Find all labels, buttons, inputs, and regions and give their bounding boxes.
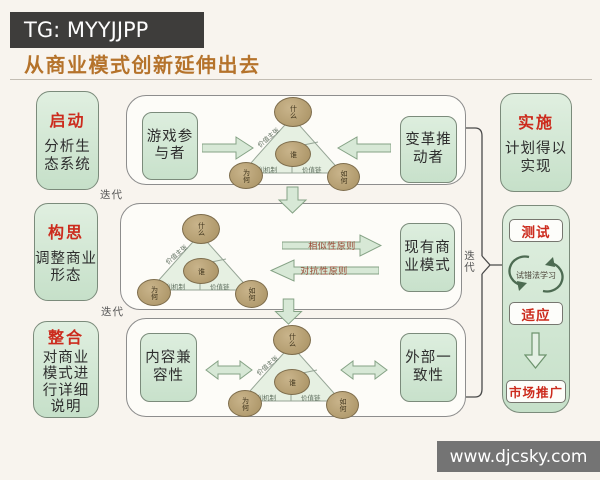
edge-label-value-chain: 价值链 — [301, 394, 321, 402]
iteration-brace — [455, 115, 515, 415]
row3-right-box: 外部一致性 — [400, 333, 457, 402]
node-who: 谁 — [275, 141, 311, 167]
phase-integrate-title: 整合 — [47, 328, 84, 348]
confrontation-arrow-left: 对抗性原则 — [269, 258, 379, 283]
arrow-right-icon — [202, 135, 254, 161]
arrow-left-icon — [337, 135, 391, 161]
node-what: 什么 — [273, 325, 311, 355]
page-title: 从商业模式创新延伸出去 — [24, 53, 261, 77]
confrontation-label: 对抗性原则 — [300, 266, 348, 277]
watermark-badge: www.djcsky.com — [437, 441, 600, 472]
phase-start-desc: 分析生态系统 — [44, 139, 91, 173]
node-who: 谁 — [274, 369, 310, 395]
down-arrow-icon — [273, 298, 304, 325]
edge-label-profit-mechanism: 盈利机制 — [251, 166, 277, 174]
magic-triangle-row2: 价值主张 盈利机制 价值链 什么 谁 为何 如何 — [136, 212, 268, 308]
iteration-label-left-1: 迭代 — [100, 189, 123, 201]
row1-left-box: 游戏参与者 — [142, 112, 198, 180]
phase-box-ideate: 构思 调整商业形态 — [34, 203, 98, 301]
phase-ideate-desc: 调整商业形态 — [35, 250, 97, 284]
phase-implement-desc: 计划得以实现 — [505, 141, 567, 175]
phase-box-integrate: 整合 对商业模式进行详细说明 — [33, 321, 99, 418]
loop-content: 测试 试错法学习 适应 市场推广 — [502, 205, 570, 413]
row3-left-box: 内容兼容性 — [140, 333, 197, 402]
node-who: 谁 — [183, 258, 219, 284]
double-arrow-icon — [340, 358, 388, 382]
similarity-label: 相似性原则 — [308, 241, 356, 252]
iteration-label-right: 迭代 — [463, 250, 475, 273]
edge-label-profit-mechanism: 盈利机制 — [159, 283, 185, 291]
magic-triangle-row3: 价值主张 盈利机制 价值链 什么 谁 为何 如何 — [227, 323, 359, 419]
node-why: 为何 — [137, 279, 171, 306]
trial-learning-label: 试错法学习 — [516, 271, 556, 280]
node-why: 为何 — [229, 162, 263, 189]
row2-right-box: 现有商业模式 — [400, 223, 455, 292]
similarity-arrow-right: 相似性原则 — [282, 233, 382, 258]
phase-box-start: 启动 分析生态系统 — [36, 91, 99, 190]
node-why: 为何 — [228, 390, 262, 417]
node-how: 如何 — [326, 391, 359, 419]
phase-start-title: 启动 — [49, 111, 86, 131]
market-promotion-box: 市场推广 — [506, 380, 566, 403]
tg-badge: TG: MYYJJPP — [10, 12, 204, 48]
phase-ideate-title: 构思 — [47, 222, 84, 242]
magic-triangle-row1: 价值主张 盈利机制 价值链 什么 谁 为何 如何 — [228, 95, 360, 191]
refresh-cycle-icon — [508, 250, 564, 298]
double-arrow-icon — [205, 358, 253, 382]
phase-integrate-desc: 对商业模式进行详细说明 — [42, 350, 90, 415]
watermark-text: www.djcsky.com — [449, 446, 588, 467]
phase-box-implement: 实施 计划得以实现 — [500, 93, 572, 192]
phase-implement-title: 实施 — [517, 113, 554, 133]
node-how: 如何 — [235, 280, 268, 308]
down-arrow-outline-icon — [524, 332, 547, 370]
node-what: 什么 — [274, 97, 312, 127]
edge-label-profit-mechanism: 盈利机制 — [250, 394, 276, 402]
adapt-box: 适应 — [509, 302, 563, 325]
tg-badge-text: TG: MYYJJPP — [24, 18, 149, 42]
down-arrow-icon — [277, 186, 308, 214]
row1-right-box: 变革推动者 — [400, 116, 457, 183]
edge-label-value-chain: 价值链 — [210, 283, 230, 291]
divider — [10, 79, 592, 80]
node-how: 如何 — [327, 163, 360, 191]
edge-label-value-chain: 价值链 — [302, 166, 322, 174]
node-what: 什么 — [182, 214, 220, 244]
iteration-label-left-2: 迭代 — [101, 306, 124, 318]
test-box: 测试 — [509, 219, 563, 242]
